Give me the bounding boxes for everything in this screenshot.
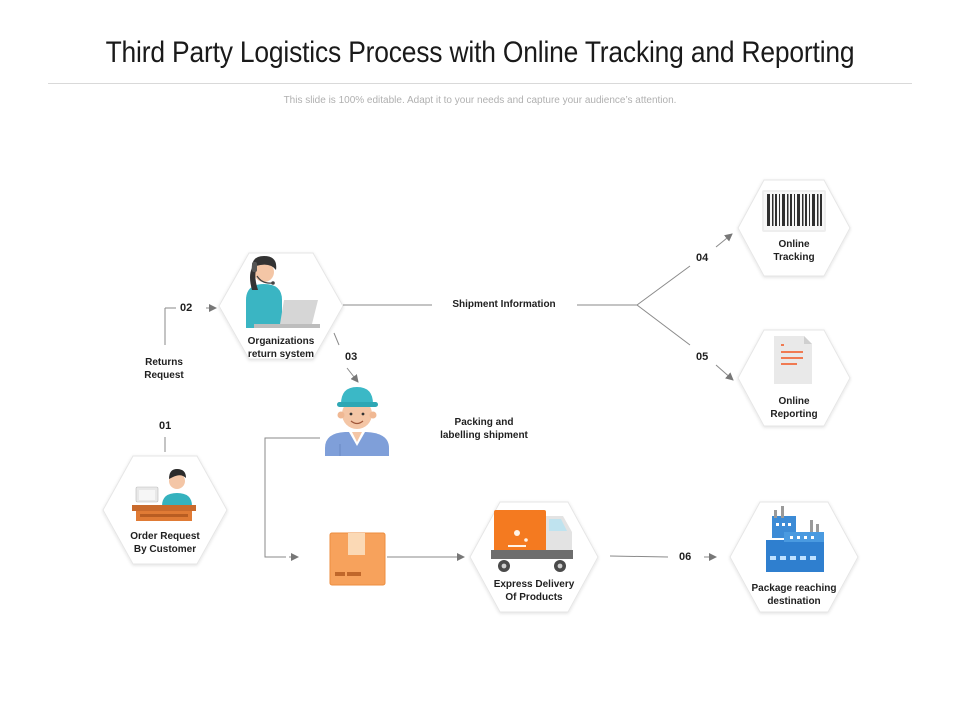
- arrow-03-to-packer: [346, 367, 359, 383]
- page-title: Third Party Logistics Process with Onlin…: [105, 36, 855, 69]
- arrow-to-tracking: [715, 233, 733, 248]
- express-delivery-label: Express Delivery Of Products: [493, 579, 575, 603]
- branch-up: [636, 265, 691, 306]
- line-org-to-03: [333, 332, 340, 346]
- step-number-06: 06: [679, 551, 692, 563]
- step-number-02: 02: [180, 302, 193, 314]
- packing-labelling-label: Packing and labelling shipment: [440, 417, 528, 441]
- shipment-information-label: Shipment Information: [452, 299, 556, 310]
- step-number-05: 05: [696, 351, 709, 363]
- delivery-truck-icon: [491, 510, 573, 572]
- line-truck-to-06: [609, 555, 669, 558]
- barcode-icon: [762, 190, 826, 232]
- online-reporting-label: Online Reporting: [770, 396, 818, 420]
- org-return-label: Organizations return system: [247, 336, 315, 360]
- support-operator-icon: [246, 256, 320, 328]
- person-at-desk-icon: [132, 469, 196, 521]
- line-packer-to-box: [264, 437, 320, 558]
- delivery-worker-icon: [325, 387, 389, 456]
- package-destination-label: Package reaching destination: [751, 583, 837, 607]
- step-number-04: 04: [696, 252, 709, 264]
- returns-request-label: Returns Request: [144, 357, 184, 381]
- step-number-03: 03: [345, 351, 358, 363]
- page-subtitle: This slide is 100% editable. Adapt it to…: [283, 95, 677, 106]
- arrow-to-reporting: [715, 364, 734, 381]
- step-number-01: 01: [159, 420, 172, 432]
- title-divider: [48, 83, 912, 84]
- factory-building-icon: [766, 506, 824, 572]
- report-document-icon: [774, 336, 812, 384]
- online-tracking-label: Online Tracking: [773, 239, 815, 263]
- branch-down: [636, 304, 691, 346]
- order-request-label: Order Request By Customer: [130, 531, 200, 555]
- package-box-icon: [329, 532, 386, 586]
